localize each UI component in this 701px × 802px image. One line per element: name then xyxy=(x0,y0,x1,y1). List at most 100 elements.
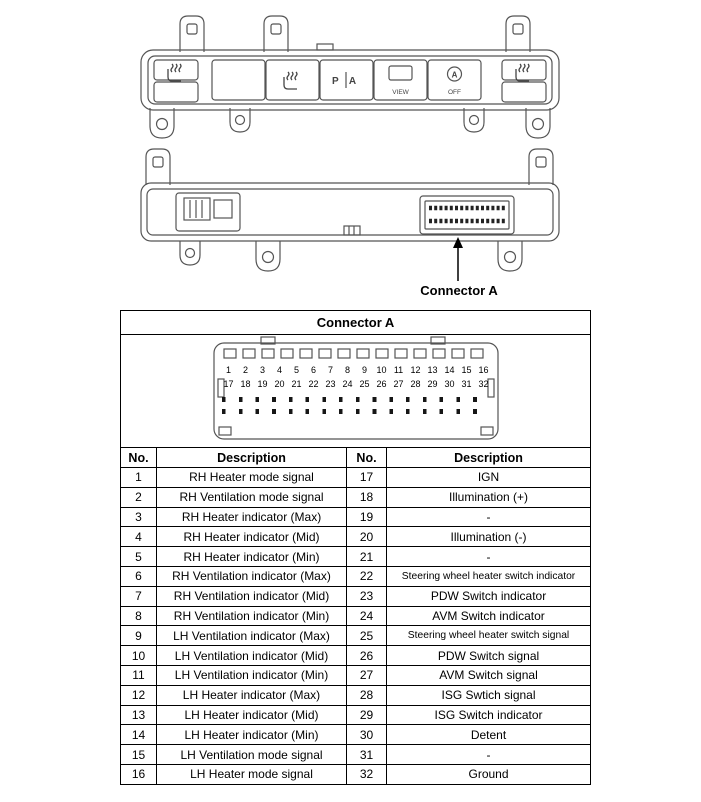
pin-number: 15 xyxy=(461,365,472,375)
pin-number: 26 xyxy=(376,379,387,389)
pin-no-right: 22 xyxy=(346,565,387,587)
pin-no-left: 16 xyxy=(120,763,157,785)
pin-desc-left: LH Ventilation indicator (Max) xyxy=(156,625,347,647)
pin-no-left: 2 xyxy=(120,486,157,508)
seat-heater-icon xyxy=(167,63,182,82)
pin-no-left: 13 xyxy=(120,704,157,726)
pin-desc-right: ISG Switch indicator xyxy=(385,704,592,726)
col-header-desc-left: Description xyxy=(156,447,347,468)
pin-desc-right: AVM Switch indicator xyxy=(385,605,592,627)
table-row: 13 LH Heater indicator (Mid) 29 ISG Swit… xyxy=(120,704,592,726)
pin-number: 8 xyxy=(344,365,350,375)
front-view-drawing: P A VIEW A OFF xyxy=(140,15,560,139)
pin-number: 24 xyxy=(342,379,353,389)
pin-number: 28 xyxy=(410,379,421,389)
pin-desc-right: ISG Swtich signal xyxy=(385,684,592,706)
pin-no-right: 28 xyxy=(346,684,387,706)
pin-desc-left: RH Ventilation mode signal xyxy=(156,486,347,508)
pin-desc-left: RH Heater indicator (Mid) xyxy=(156,526,347,548)
pin-desc-left: LH Heater indicator (Max) xyxy=(156,684,347,706)
pin-desc-left: RH Heater mode signal xyxy=(156,467,347,488)
mounting-tab-icon xyxy=(525,107,551,139)
pin-no-left: 15 xyxy=(120,744,157,765)
pin-number: 14 xyxy=(444,365,455,375)
pin-no-right: 26 xyxy=(346,645,387,666)
pin-desc-left: LH Ventilation indicator (Min) xyxy=(156,664,347,686)
table-row: 12 LH Heater indicator (Max) 28 ISG Swti… xyxy=(120,684,592,706)
pin-no-right: 17 xyxy=(346,467,387,488)
mounting-tab-icon xyxy=(255,240,281,272)
pin-number: 12 xyxy=(410,365,421,375)
pin-no-right: 21 xyxy=(346,546,387,567)
pin-no-right: 20 xyxy=(346,526,387,548)
pin-desc-left: RH Heater indicator (Min) xyxy=(156,546,347,567)
pin-desc-left: RH Heater indicator (Max) xyxy=(156,506,347,528)
table-row: 8 RH Ventilation indicator (Min) 24 AVM … xyxy=(120,605,592,627)
connector-a-block xyxy=(419,195,515,235)
pin-desc-right: Ground xyxy=(385,763,592,785)
table-row: 11 LH Ventilation indicator (Min) 27 AVM… xyxy=(120,664,592,686)
parking-assist-icon: P A xyxy=(332,72,356,88)
pin-desc-left: LH Heater indicator (Min) xyxy=(156,724,347,746)
pin-desc-right: Illumination (+) xyxy=(385,486,592,508)
pin-no-left: 5 xyxy=(120,546,157,567)
table-title: Connector A xyxy=(119,310,592,335)
pin-desc-right: - xyxy=(385,744,592,765)
rear-view-drawing xyxy=(140,148,560,272)
table-row: 10 LH Ventilation indicator (Mid) 26 PDW… xyxy=(120,645,592,666)
pin-no-left: 6 xyxy=(120,565,157,587)
pin-number: 27 xyxy=(393,379,404,389)
table-title-row: Connector A xyxy=(119,310,592,335)
pin-number: 1 xyxy=(225,365,231,375)
mounting-tab-icon xyxy=(229,107,251,133)
pin-contact-row-1 xyxy=(222,397,490,402)
pin-no-left: 7 xyxy=(120,585,157,607)
mounting-tab-icon xyxy=(463,107,485,133)
connector-a-callout-label: Connector A xyxy=(420,283,498,298)
pin-desc-right: AVM Switch signal xyxy=(385,664,592,686)
col-header-no-left: No. xyxy=(120,447,157,468)
pin-no-right: 32 xyxy=(346,763,387,785)
table-row: 15 LH Ventilation mode signal 31 - xyxy=(120,744,592,765)
pin-no-right: 30 xyxy=(346,724,387,746)
pin-no-left: 3 xyxy=(120,506,157,528)
connector-pinout-table: Connector A xyxy=(119,310,592,785)
pin-number: 2 xyxy=(242,365,248,375)
off-label: OFF xyxy=(448,89,461,96)
pin-no-left: 11 xyxy=(120,664,157,686)
auto-stop-letter: A xyxy=(452,71,458,80)
seat-heater-icon xyxy=(283,71,298,90)
pin-number: 22 xyxy=(308,379,319,389)
pin-number: 32 xyxy=(478,379,489,389)
pin-no-right: 31 xyxy=(346,744,387,765)
table-row: 3 RH Heater indicator (Max) 19 - xyxy=(120,506,592,528)
pin-number: 31 xyxy=(461,379,472,389)
pin-no-right: 25 xyxy=(346,625,387,647)
pin-desc-left: RH Ventilation indicator (Max) xyxy=(156,565,347,587)
pin-no-left: 14 xyxy=(120,724,157,746)
mounting-tab-icon xyxy=(505,15,531,53)
pin-desc-right: Steering wheel heater switch indicator xyxy=(385,565,592,587)
pin-desc-left: LH Ventilation indicator (Mid) xyxy=(156,645,347,666)
table-row: 5 RH Heater indicator (Min) 21 - xyxy=(120,546,592,567)
pin-desc-left: RH Ventilation indicator (Mid) xyxy=(156,585,347,607)
seat-heater-icon xyxy=(515,63,530,82)
table-row: 1 RH Heater mode signal 17 IGN xyxy=(120,467,592,488)
pin-desc-left: LH Heater mode signal xyxy=(156,763,347,785)
pin-number: 23 xyxy=(325,379,336,389)
pin-no-right: 19 xyxy=(346,506,387,528)
pin-desc-right: PDW Switch indicator xyxy=(385,585,592,607)
pin-no-left: 1 xyxy=(120,467,157,488)
pin-no-left: 8 xyxy=(120,605,157,627)
table-row: 2 RH Ventilation mode signal 18 Illumina… xyxy=(120,486,592,508)
pin-number: 25 xyxy=(359,379,370,389)
camera-view-icon: VIEW xyxy=(388,65,413,96)
pin-number: 3 xyxy=(259,365,265,375)
pin-desc-left: LH Heater indicator (Mid) xyxy=(156,704,347,726)
col-header-no-right: No. xyxy=(346,447,387,468)
auto-stop-off-icon: A OFF xyxy=(446,66,463,96)
